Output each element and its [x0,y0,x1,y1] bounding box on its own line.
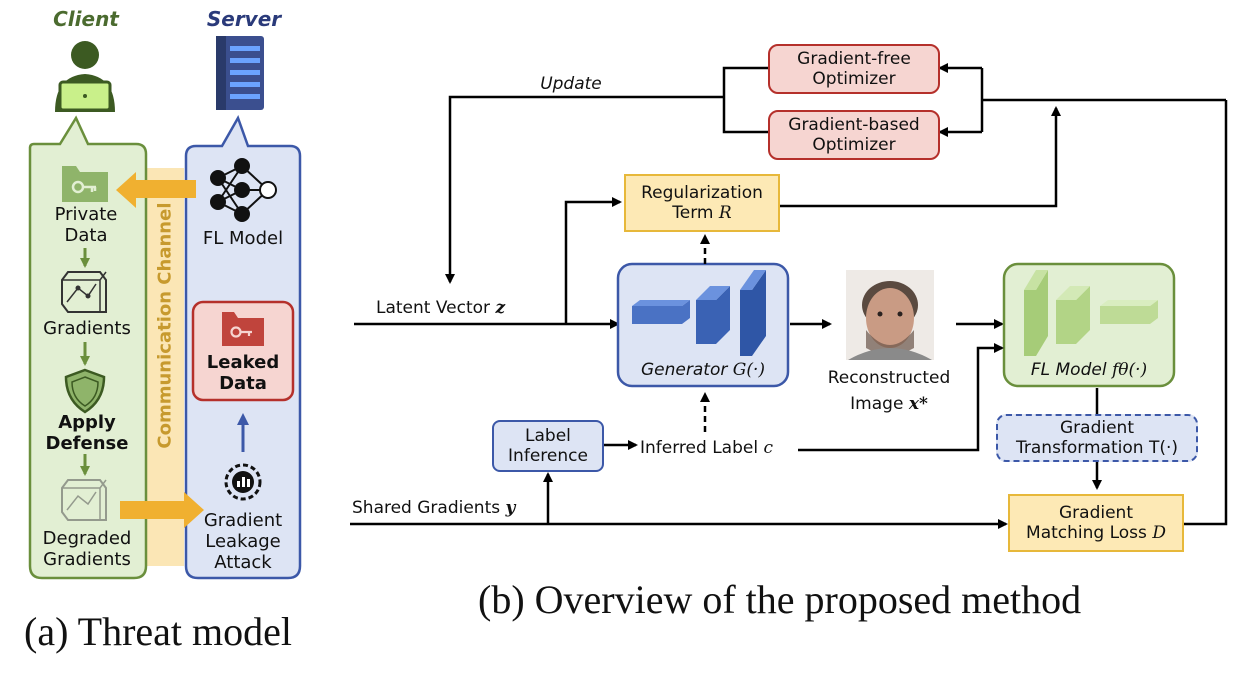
fl-model-text: FL Model [1030,360,1112,380]
attack-label: Gradient Leakage Attack [203,510,283,574]
reconstructed-label: Reconstructed [827,368,951,388]
term-symbol: R [718,203,732,223]
generator-label: Generator G(·) [618,360,788,380]
caption-threat-model: (a) Threat model [24,609,293,654]
image-symbol: x* [908,394,928,414]
neural-network-icon [210,158,277,222]
shared-gradients-label: Shared Gradients y [352,498,515,518]
label-symbol: c [763,438,773,458]
shared-gradients-text: Shared Gradients [352,498,506,518]
arrow-model-to-client [116,172,196,208]
inferred-label: Inferred Label c [640,438,773,458]
image-text: Image [850,394,909,414]
channel-band [146,168,184,566]
generator-text: Generator [641,360,733,380]
folder-key-icon [62,166,108,202]
optimizer-bracket-left [722,66,768,134]
loss-symbol: D [1152,523,1166,543]
attack-gear-icon [224,463,262,501]
regularization-box: Regularization Term R [624,174,780,232]
communication-channel-label: Communication Channel [154,202,176,449]
client-panel [28,115,148,580]
line-update [445,95,724,284]
client-title: Client [53,7,119,31]
private-data-label: Private Data [54,204,118,247]
matching-loss-text: Gradient [1059,502,1133,523]
server-fl-model-label: FL Model [202,228,284,249]
matching-loss-line: Matching Loss D [1026,523,1166,543]
line-latent-to-regularization [564,197,622,324]
reconstructed-face-image [846,270,934,360]
regularization-term-line: Term R [672,203,731,223]
latent-vector-label: Latent Vector z [376,298,505,318]
gradient-matching-loss-box: Gradient Matching Loss D [1008,494,1184,552]
generator-layers-icon [632,270,766,356]
line-regularization-to-optimizer [780,106,1061,208]
apply-defense-label: Apply Defense [45,412,129,455]
latent-vector-text: Latent Vector [376,298,496,318]
latent-symbol: z [495,298,506,318]
gradients-icon [61,271,107,313]
fl-model-label: FL Model fθ(·) [1004,360,1174,380]
inferred-label-text: Inferred Label [640,438,764,458]
arrow-gradients-to-server [120,492,204,528]
regularization-text: Regularization [641,182,763,203]
leaked-folder-icon [222,312,264,346]
line-loss-feedback [1184,100,1228,526]
gradient-based-optimizer-box: Gradient-based Optimizer [768,110,940,160]
generator-symbol: G(·) [732,360,765,380]
client-person-icon [55,41,115,112]
gradient-free-optimizer-box: Gradient-free Optimizer [768,44,940,94]
update-label: Update [540,74,602,94]
server-rack-icon [216,36,264,110]
leaked-data-label: Leaked Data [206,352,280,395]
shield-icon [64,368,106,414]
line-label-to-fl-model [798,343,1004,452]
degraded-gradients-label: Degraded Gradients [42,528,132,571]
label-inference-box: Label Inference [492,420,604,472]
caption-proposed-method: (b) Overview of the proposed method [478,577,1082,622]
gradients-label: Gradients [43,318,131,339]
fl-model-layers-icon [1024,270,1158,356]
gradient-transformation-box: Gradient Transformation T(·) [996,414,1198,462]
image-label: Image x* [814,394,964,414]
shared-symbol: y [505,498,516,518]
leaked-data-box [191,300,295,402]
term-text: Term [672,203,719,223]
degraded-gradients-icon [61,479,107,521]
server-title: Server [206,7,282,31]
matching-loss-text-2: Matching Loss [1026,523,1153,543]
fl-model-symbol: fθ(·) [1111,360,1148,380]
